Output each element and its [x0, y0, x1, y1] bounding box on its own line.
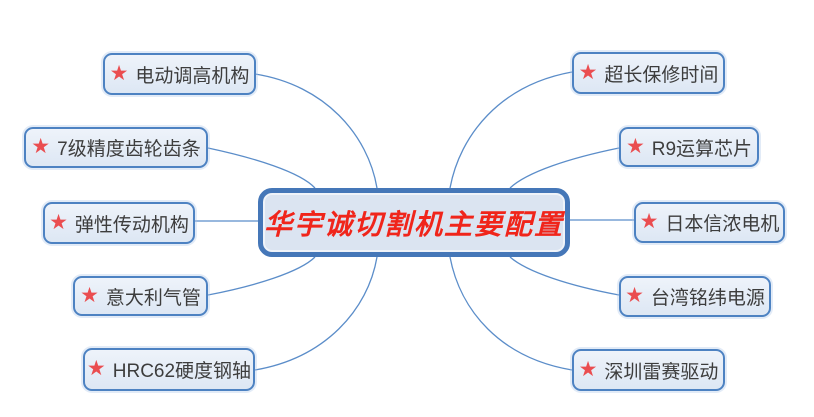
star-icon: ★: [625, 284, 644, 307]
star-icon: ★: [80, 283, 99, 307]
star-icon: ★: [578, 357, 598, 381]
branch-label: 日本信浓电机: [665, 214, 780, 235]
star-icon: ★: [578, 60, 598, 84]
connector: [509, 147, 620, 189]
branch-node-long-warranty[interactable]: ★ 超长保修时间: [572, 52, 725, 94]
star-icon: ★: [86, 357, 106, 380]
star-icon: ★: [625, 134, 645, 158]
branch-label: 意大利气管: [105, 287, 201, 309]
connector: [207, 147, 316, 189]
center-topic-node[interactable]: 华宇诚切割机主要配置: [258, 188, 570, 257]
branch-node-grade7-gear-rack[interactable]: ★ 7级精度齿轮齿条: [24, 127, 208, 168]
branch-node-mingwei-power[interactable]: ★ 台湾铭纬电源: [619, 276, 771, 317]
branch-node-electric-height-adjust[interactable]: ★ 电动调高机构: [103, 53, 256, 95]
branch-node-leisai-drive[interactable]: ★ 深圳雷赛驱动: [572, 349, 725, 391]
branch-node-italian-air-pipe[interactable]: ★ 意大利气管: [73, 276, 208, 316]
branch-label: 电动调高机构: [135, 65, 250, 87]
branch-node-hrc62-steel-shaft[interactable]: ★ HRC62硬度钢轴: [83, 348, 255, 391]
star-icon: ★: [109, 61, 129, 85]
connector: [254, 256, 378, 371]
connector: [207, 256, 316, 296]
branch-node-shinano-motor[interactable]: ★ 日本信浓电机: [634, 202, 785, 243]
connector: [449, 256, 573, 371]
connector: [509, 256, 620, 296]
branch-label: 弹性传动机构: [74, 214, 189, 236]
branch-label: R9运算芯片: [651, 138, 753, 160]
connector: [254, 73, 378, 189]
branch-label: HRC62硬度钢轴: [112, 361, 252, 382]
star-icon: ★: [49, 210, 68, 234]
branch-node-elastic-transmission[interactable]: ★ 弹性传动机构: [43, 202, 195, 244]
star-icon: ★: [639, 210, 659, 233]
branch-node-r9-chip[interactable]: ★ R9运算芯片: [619, 127, 759, 167]
branch-label: 超长保修时间: [604, 64, 719, 86]
branch-label: 7级精度齿轮齿条: [57, 139, 201, 160]
star-icon: ★: [31, 135, 51, 158]
branch-label: 台湾铭纬电源: [650, 288, 765, 309]
center-topic-label: 华宇诚切割机主要配置: [263, 207, 564, 241]
connector: [449, 71, 573, 189]
branch-label: 深圳雷赛驱动: [604, 361, 719, 383]
